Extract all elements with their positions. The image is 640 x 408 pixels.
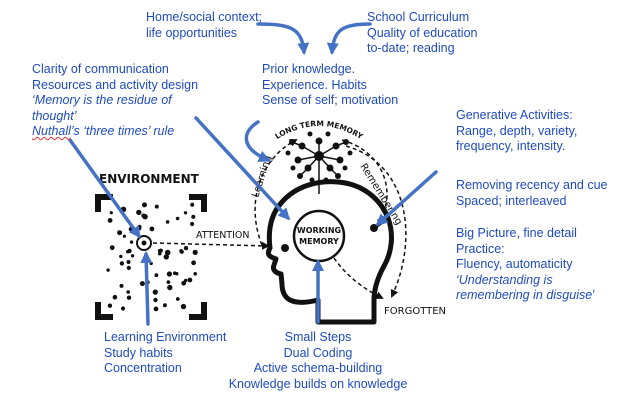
ltm-forgetting-arrow — [345, 145, 407, 298]
attention-arrow — [152, 241, 270, 250]
stimulus-dot — [173, 271, 177, 276]
stimulus-dot — [183, 245, 189, 251]
stimulus-dot — [153, 306, 159, 312]
stimulus-dot — [119, 261, 125, 266]
stimulus-dot — [191, 260, 197, 266]
stimulus-dot — [126, 290, 130, 294]
stimulus-dot — [179, 249, 183, 253]
stimulus-dot — [153, 297, 158, 303]
stimulus-dot — [191, 214, 196, 219]
stimulus-dot — [162, 303, 167, 308]
stimulus-dot — [149, 226, 155, 232]
stimulus-dot — [126, 265, 131, 270]
quote-arrow — [68, 138, 141, 239]
stimulus-dot — [158, 248, 163, 253]
stimulus-dot — [117, 230, 123, 236]
stimulus-dot — [120, 306, 126, 311]
influence-arrows — [68, 22, 438, 326]
stimulus-dot — [180, 303, 187, 310]
stimulus-dot — [193, 272, 197, 276]
environment-stimuli-dots — [106, 202, 198, 312]
stimulus-dot — [165, 220, 170, 224]
stimulus-dot — [109, 211, 113, 215]
stimulus-dot — [130, 254, 135, 258]
stimulus-dot — [107, 218, 113, 223]
stimulus-dot — [112, 294, 118, 300]
stimulus-dot — [109, 245, 115, 251]
prior-knowledge-arrow — [244, 120, 271, 162]
working-label: WORKING — [297, 226, 341, 235]
stimulus-dot — [149, 261, 153, 266]
stimulus-dot — [119, 254, 123, 259]
stimulus-dot — [166, 271, 172, 277]
learning-environment-arrow — [140, 251, 153, 326]
stimulus-dot — [106, 268, 110, 272]
stimulus-dot — [139, 281, 145, 287]
stimulus-dot — [183, 211, 188, 215]
forgotten-label: FORGOTTEN — [384, 306, 446, 317]
learning-arrow — [254, 139, 298, 246]
wm-forgetting-arrow — [333, 257, 384, 299]
stimulus-dot — [142, 214, 148, 220]
stimulus-dot — [142, 202, 147, 208]
generative-arrow — [375, 170, 438, 227]
stimulus-dot — [184, 278, 188, 283]
stimulus-dot — [190, 221, 195, 227]
stimulus-dot — [166, 280, 171, 284]
stimulus-dot — [187, 277, 193, 283]
stimulus-dot — [129, 240, 134, 244]
communication-arrow — [194, 116, 291, 221]
environment-label: ENVIRONMENT — [99, 172, 200, 186]
stimulus-dot — [136, 209, 142, 216]
nuthall-name: Nuthall — [32, 124, 71, 138]
stimulus-dot — [126, 250, 130, 254]
stimulus-dot — [192, 249, 198, 255]
stimulus-dot — [122, 234, 126, 238]
big-picture-text: Big Picture, fine detail Practice: Fluen… — [456, 226, 595, 302]
stimulus-dot — [167, 284, 173, 291]
stimulus-dot — [107, 303, 113, 308]
curriculum-text: School Curriculum Quality of education t… — [367, 10, 478, 55]
stimulus-dot — [137, 226, 142, 231]
curriculum-arrow — [326, 22, 372, 55]
stimulus-dot — [154, 204, 159, 209]
stimulus-dot — [190, 202, 195, 207]
communication-text: Clarity of communication Resources and a… — [32, 62, 199, 138]
attention-label: ATTENTION — [196, 230, 250, 241]
generative-activities-text: Generative Activities: Range, depth, var… — [456, 108, 578, 153]
stimulus-dot — [154, 273, 159, 278]
stimulus-dot — [119, 283, 124, 288]
stimulus-dot — [126, 295, 132, 300]
recency-text: Removing recency and cue Spaced; interle… — [456, 178, 608, 208]
environment-factors-text: Learning Environment Study habits Concen… — [104, 330, 227, 375]
home-context-arrow — [256, 22, 310, 55]
working-memory-circle — [292, 209, 346, 263]
stimulus-dot — [164, 249, 171, 256]
attention-focus-dot — [141, 240, 147, 246]
memory-label: MEMORY — [299, 237, 339, 246]
long-term-memory-nodes — [285, 131, 353, 183]
stimulus-dot — [152, 289, 158, 295]
working-memory-factors-text: Small Steps Dual Coding Active schema-bu… — [228, 330, 408, 391]
stimulus-dot — [126, 260, 131, 264]
home-context-text: Home/social context; life opportunities — [146, 10, 263, 40]
stimulus-dot — [163, 254, 169, 260]
stimulus-dot — [175, 216, 180, 221]
stimulus-dot — [175, 297, 180, 301]
head-input-dot — [281, 244, 289, 252]
prior-knowledge-text: Prior knowledge. Experience. Habits Sens… — [262, 62, 399, 107]
environment-frame — [95, 194, 207, 320]
stimulus-dot — [157, 251, 162, 256]
